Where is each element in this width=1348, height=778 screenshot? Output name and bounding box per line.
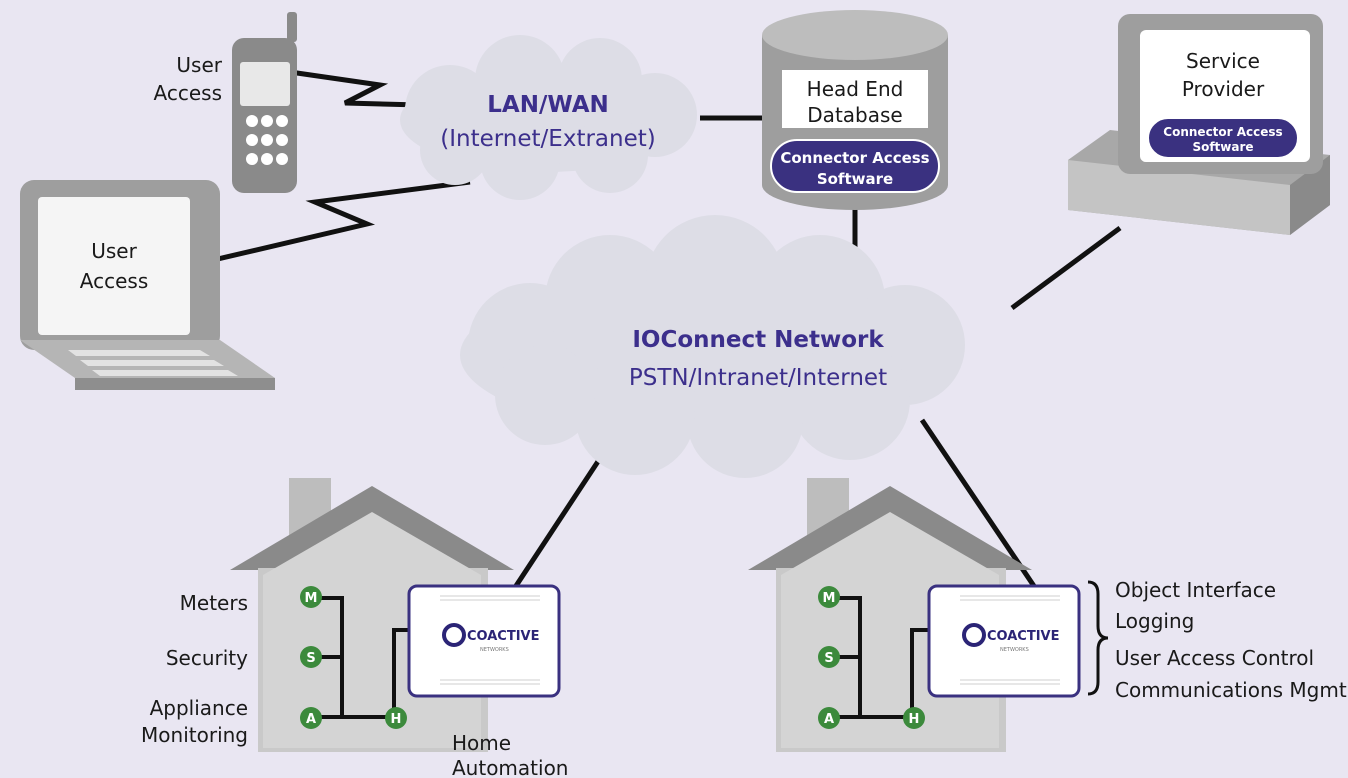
feature-item: User Access Control [1115, 646, 1314, 670]
database-software-line2: Software [817, 170, 893, 188]
lanwan-cloud-title: LAN/WAN [487, 92, 609, 118]
feature-item: Communications Mgmt. [1115, 678, 1348, 702]
svg-text:S: S [824, 651, 833, 666]
phone-label-line2: Access [154, 81, 222, 105]
right-home-automation-node: H [903, 707, 925, 729]
database-label-line1: Head End [807, 77, 904, 101]
svg-text:NETWORKS: NETWORKS [480, 647, 509, 653]
svg-text:COACTIVE: COACTIVE [467, 629, 540, 644]
svg-text:M: M [305, 591, 318, 606]
provider-label-line2: Provider [1182, 77, 1265, 101]
svg-text:H: H [391, 712, 402, 727]
right-appliance-node: A [818, 707, 840, 729]
database-icon [762, 10, 948, 210]
svg-text:NETWORKS: NETWORKS [1000, 647, 1029, 653]
database-software-line1: Connector Access [780, 149, 929, 167]
left-home-automation-node: H [385, 707, 407, 729]
home-automation-label-line2: Automation [452, 756, 568, 778]
svg-text:A: A [306, 712, 316, 727]
phone-to-lanwan-link [289, 69, 421, 108]
laptop-label-line1: User [91, 239, 137, 263]
lanwan-cloud-icon [400, 35, 697, 200]
svg-text:H: H [909, 712, 920, 727]
left-house-wiring [320, 596, 410, 719]
lanwan-cloud-subtitle: (Internet/Extranet) [440, 126, 655, 152]
svg-text:S: S [306, 651, 315, 666]
feature-item: Logging [1115, 609, 1194, 633]
svg-text:COACTIVE: COACTIVE [987, 629, 1060, 644]
ioconnect-cloud-title: IOConnect Network [632, 327, 884, 353]
desktop-computer-icon [1068, 14, 1330, 235]
right-meter-node: M [818, 586, 840, 608]
security-label: Security [166, 646, 248, 670]
appliance-label-line2: Monitoring [141, 723, 248, 747]
feature-brace-icon [1087, 580, 1109, 696]
svg-text:M: M [823, 591, 836, 606]
svg-text:A: A [824, 712, 834, 727]
provider-label-line1: Service [1186, 49, 1260, 73]
home-automation-label-line1: Home [452, 731, 511, 755]
laptop-label-line2: Access [80, 269, 148, 293]
mobile-phone-icon [232, 12, 297, 193]
provider-to-ioconnect-link [1010, 225, 1122, 311]
left-appliance-node: A [300, 707, 322, 729]
feature-item: Object Interface [1115, 578, 1276, 602]
right-house-wiring [838, 596, 930, 719]
left-coactive-device-icon: COACTIVE NETWORKS [407, 584, 561, 698]
laptop-icon [20, 180, 275, 390]
provider-software-line1: Connector Access [1163, 125, 1282, 139]
right-security-node: S [818, 646, 840, 668]
provider-software-line2: Software [1192, 140, 1253, 154]
laptop-to-lanwan-link [204, 179, 471, 265]
left-meter-node: M [300, 586, 322, 608]
ioconnect-cloud-subtitle: PSTN/Intranet/Internet [629, 365, 887, 391]
right-coactive-device-icon: COACTIVE NETWORKS [927, 584, 1081, 698]
database-label-line2: Database [807, 103, 902, 127]
ioconnect-cloud-icon [460, 215, 965, 478]
appliance-label-line1: Appliance [150, 696, 248, 720]
meters-label: Meters [180, 591, 248, 615]
left-security-node: S [300, 646, 322, 668]
phone-label-line1: User [176, 53, 222, 77]
